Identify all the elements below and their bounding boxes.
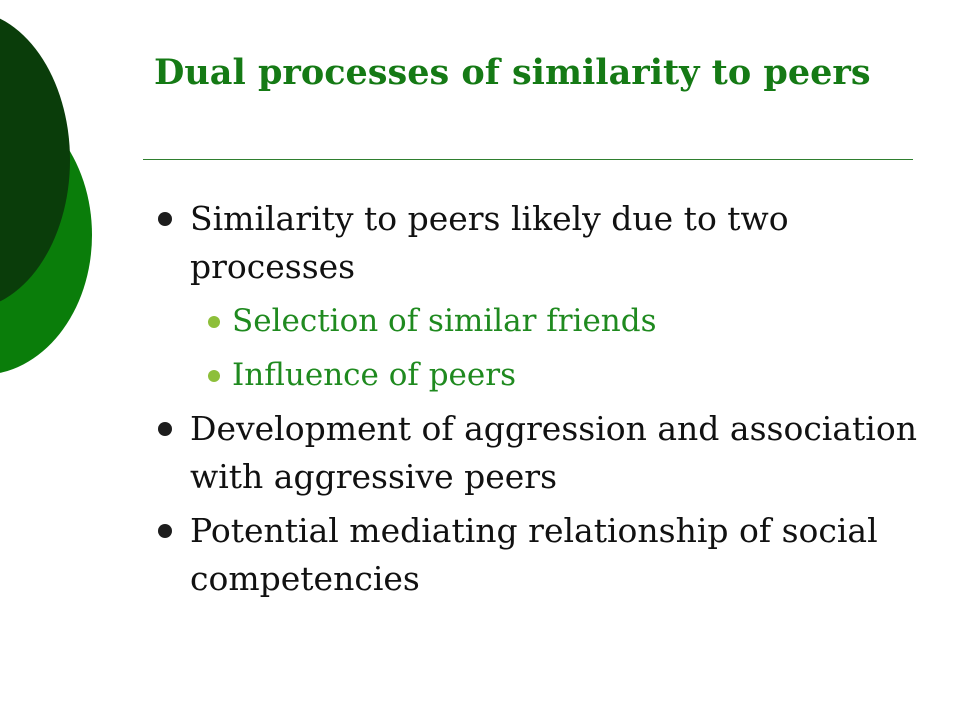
- bullet-text: Similarity to peers likely due to two pr…: [190, 199, 789, 286]
- sub-bullet-item-2: Influence of peers: [150, 351, 920, 399]
- bullet-list: Similarity to peers likely due to two pr…: [150, 195, 920, 609]
- bullet-dot-icon: [158, 212, 172, 226]
- sub-bullet-dot-icon: [208, 370, 220, 382]
- title-divider: [143, 159, 913, 160]
- bullet-dot-icon: [158, 422, 172, 436]
- bullet-dot-icon: [158, 524, 172, 538]
- bullet-item-3: Potential mediating relationship of soci…: [150, 507, 920, 603]
- bullet-item-2: Development of aggression and associatio…: [150, 405, 920, 501]
- sub-bullet-text: Selection of similar friends: [232, 303, 657, 339]
- sub-bullet-item-1: Selection of similar friends: [150, 297, 920, 345]
- bullet-text: Potential mediating relationship of soci…: [190, 511, 878, 598]
- slide-title: Dual processes of similarity to peers: [154, 52, 871, 93]
- bullet-text: Development of aggression and associatio…: [190, 409, 917, 496]
- sub-bullet-text: Influence of peers: [232, 357, 516, 393]
- bullet-item-1: Similarity to peers likely due to two pr…: [150, 195, 920, 291]
- sub-bullet-dot-icon: [208, 316, 220, 328]
